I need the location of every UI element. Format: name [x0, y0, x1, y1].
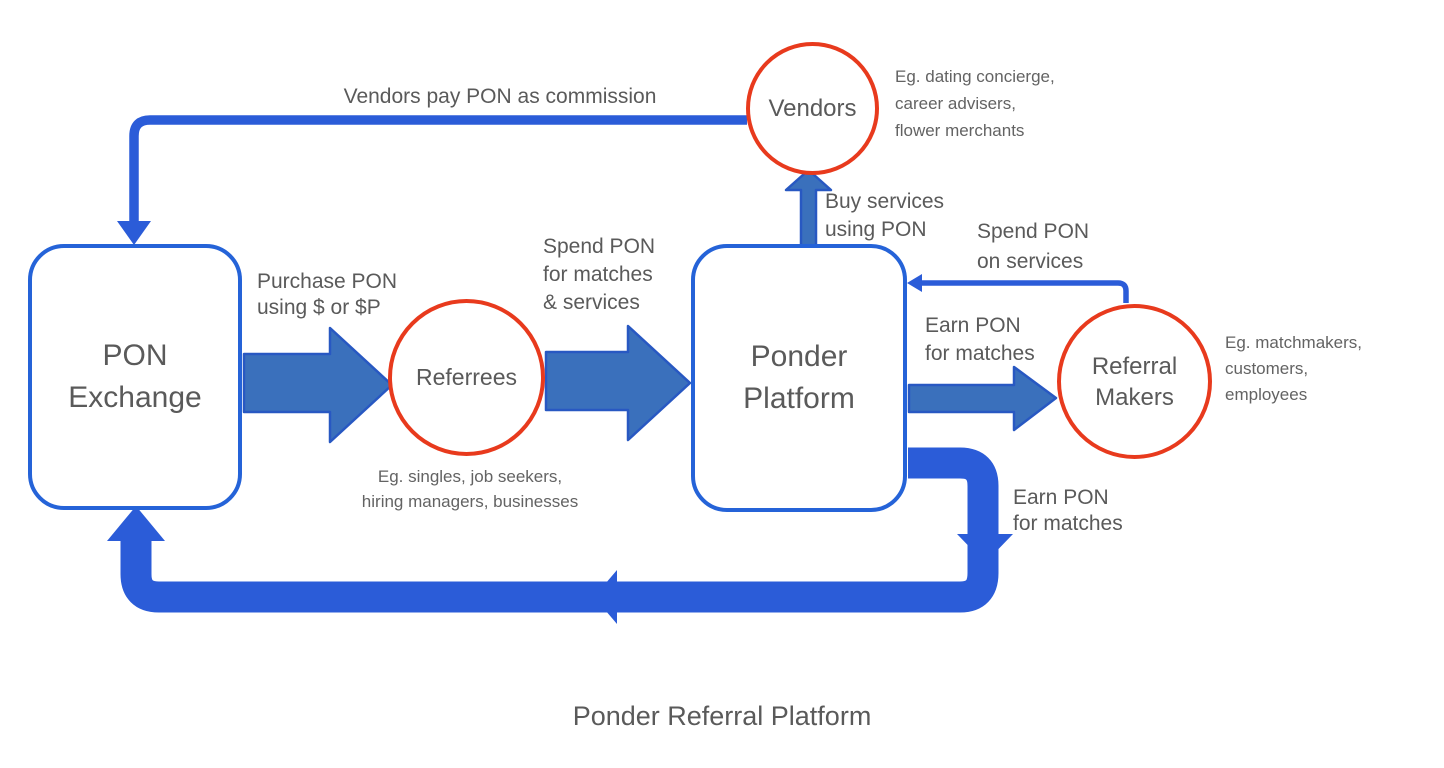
annotation-vendors-examples: Eg. dating concierge, career advisers, f… [895, 63, 1055, 144]
edge-spend-pon-services-arrowhead [907, 274, 922, 292]
label-earn-pon-bottom: Earn PON for matches [1013, 485, 1123, 537]
label-buy-services-line2: using PON [825, 218, 927, 241]
label-spend-pon-services-line1: Spend PON [977, 220, 1090, 243]
label-spend-pon-services-line2: on services [977, 250, 1084, 273]
edge-vendors-commission-line [129, 115, 747, 222]
label-vendors-commission-text: Vendors pay PON as commission [343, 85, 657, 108]
edge-earn-pon-loop-arrowhead-up [107, 506, 165, 541]
node-referral-makers-label-line2: Makers [1095, 383, 1174, 411]
edge-vendors-commission-arrowhead [117, 221, 151, 245]
node-ponder-platform: Ponder Platform [691, 244, 907, 512]
annotation-referrees-examples: Eg. singles, job seekers, hiring manager… [345, 464, 595, 514]
label-purchase-pon: Purchase PON using $ or $P [257, 269, 397, 321]
block-arrow-spend-pon-matches [544, 324, 692, 442]
annotation-vendors-examples-line3: flower merchants [895, 121, 1025, 140]
label-buy-services: Buy services using PON [825, 188, 944, 244]
annotation-referral-makers-examples-line1: Eg. matchmakers, [1225, 333, 1362, 352]
node-vendors-label: Vendors [768, 95, 857, 122]
node-referral-makers-label-line1: Referral [1091, 352, 1178, 380]
label-purchase-pon-line2: using $ or $P [257, 296, 381, 319]
node-referral-makers: Referral Makers [1057, 304, 1212, 459]
node-ponder-platform-label-line1: Ponder [750, 340, 848, 373]
annotation-referral-makers-examples: Eg. matchmakers, customers, employees [1225, 330, 1362, 408]
label-purchase-pon-line1: Purchase PON [257, 270, 398, 293]
label-earn-pon-right-line2: for matches [925, 342, 1035, 365]
annotation-vendors-examples-line2: career advisers, [895, 94, 1016, 113]
label-earn-pon-right-line1: Earn PON [925, 314, 1021, 337]
node-ponder-platform-label-line2: Platform [743, 382, 855, 415]
block-arrow-earn-pon [907, 365, 1058, 432]
node-pon-exchange: PON Exchange [28, 244, 242, 510]
node-referrees: Referrees [388, 299, 545, 456]
node-pon-exchange-label-line1: PON [102, 339, 168, 372]
node-vendors: Vendors [746, 42, 879, 175]
annotation-referrees-examples-line1: Eg. singles, job seekers, [377, 467, 563, 486]
arrow-buy-services [784, 168, 833, 248]
node-referrees-label: Referrees [416, 364, 517, 390]
label-earn-pon-bottom-line2: for matches [1013, 512, 1123, 535]
label-spend-pon-matches: Spend PON for matches & services [543, 233, 655, 317]
label-earn-pon-right: Earn PON for matches [925, 312, 1035, 368]
diagram-title: Ponder Referral Platform [572, 701, 872, 731]
label-earn-pon-bottom-line1: Earn PON [1013, 486, 1109, 509]
label-spend-pon-services: Spend PON on services [977, 217, 1089, 277]
node-pon-exchange-label-line2: Exchange [68, 381, 202, 414]
annotation-vendors-examples-line1: Eg. dating concierge, [895, 67, 1055, 86]
edge-earn-pon-loop-midhead-down [957, 534, 1013, 563]
annotation-referral-makers-examples-line3: employees [1225, 385, 1308, 404]
label-spend-pon-matches-line2: for matches [543, 263, 653, 286]
annotation-referral-makers-examples-line2: customers, [1225, 359, 1309, 378]
label-spend-pon-matches-line3: & services [543, 291, 640, 314]
block-arrow-purchase-pon [242, 326, 394, 444]
edge-spend-pon-services-line [921, 280, 1129, 303]
label-buy-services-line1: Buy services [825, 190, 945, 213]
annotation-referrees-examples-line2: hiring managers, businesses [361, 492, 579, 511]
edge-earn-pon-loop-midhead-left [594, 570, 617, 624]
label-vendors-commission: Vendors pay PON as commission [335, 83, 665, 110]
edge-earn-pon-loop [120, 447, 999, 613]
label-spend-pon-matches-line1: Spend PON [543, 235, 656, 258]
